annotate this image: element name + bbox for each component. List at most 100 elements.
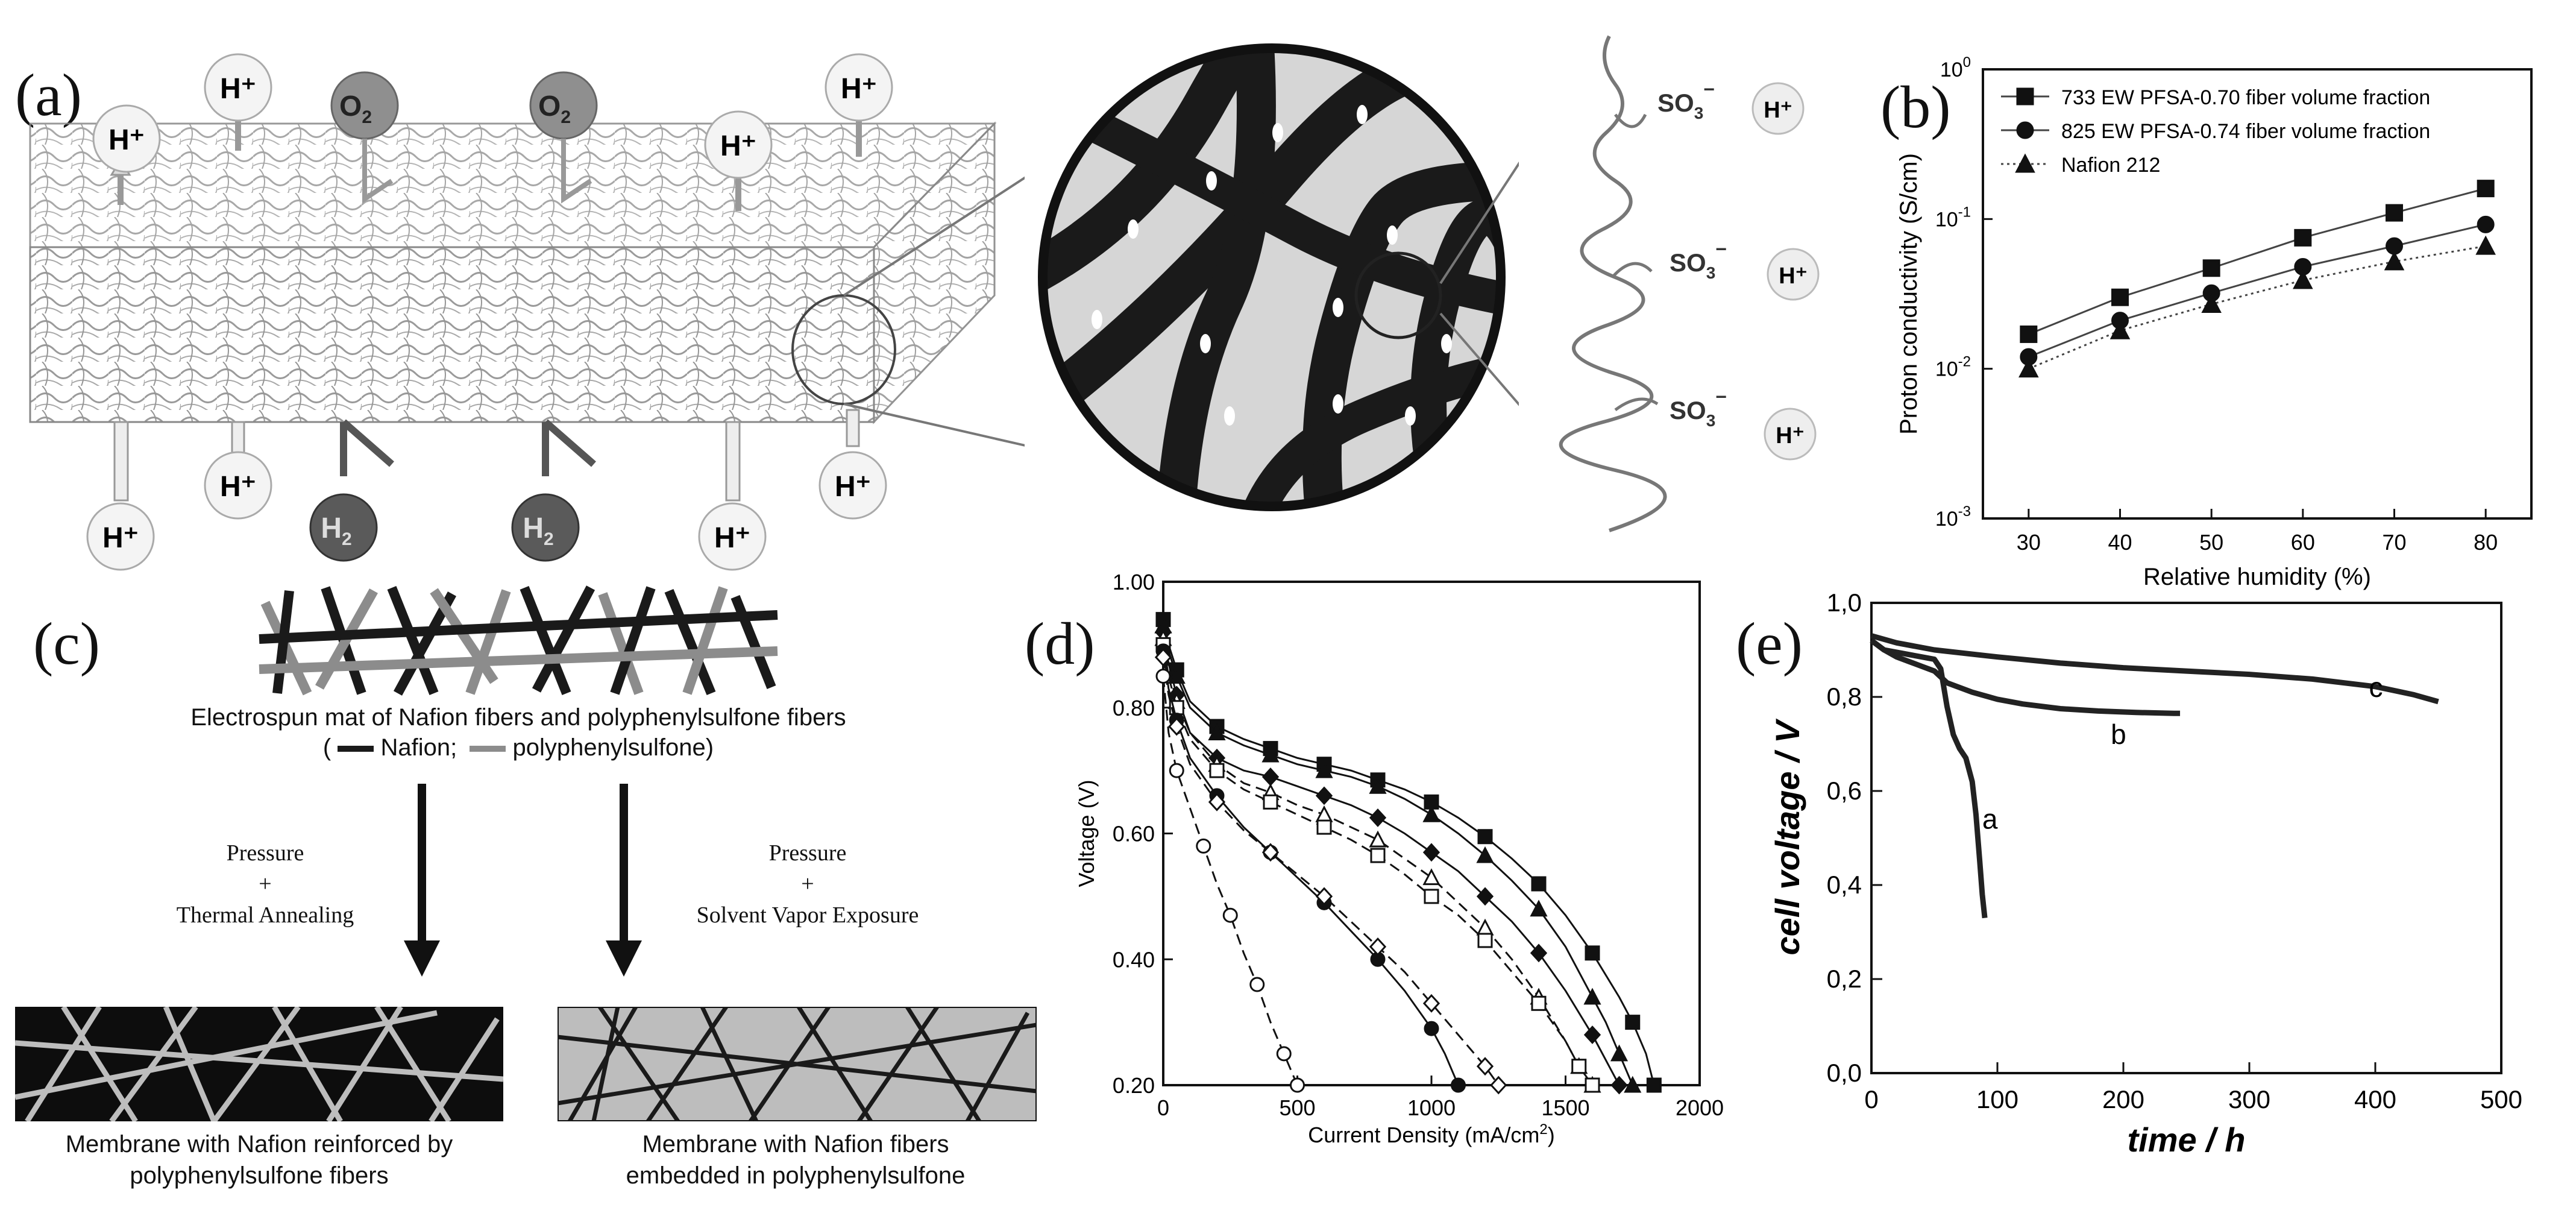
left-process-arrow bbox=[404, 940, 440, 977]
chart-d-series-7-point-0 bbox=[1155, 669, 1171, 684]
chart-d-ytick-label-0.60: 0.60 bbox=[1113, 822, 1155, 846]
chart-d-series-5-point-12 bbox=[1424, 1021, 1439, 1036]
so3-1-text: SO bbox=[1657, 89, 1694, 117]
chart-e-xtick-label-100: 100 bbox=[1976, 1085, 2018, 1113]
chart-d-series-4-point-19 bbox=[1585, 1077, 1600, 1093]
panel-a-membrane-schematic: H⁺ H⁺ O2 O2 H⁺ H⁺ H⁺ H⁺ H2 bbox=[29, 53, 1025, 571]
top-ion-o2-1-sub: 2 bbox=[362, 107, 372, 127]
bottom-ion-h-4-text: H⁺ bbox=[835, 471, 871, 503]
legend-ppsu-swatch bbox=[470, 746, 506, 752]
membrane-embedded-illustration bbox=[558, 1007, 1037, 1121]
right-step-solvent: Solvent Vapor Exposure bbox=[696, 902, 919, 928]
chart-d-series-3-point-8 bbox=[1315, 805, 1333, 822]
chart-d-series-6-point-4 bbox=[1208, 792, 1226, 811]
left-step-pressure: Pressure bbox=[226, 840, 304, 866]
chart-d-series-0-point-20 bbox=[1625, 1015, 1641, 1030]
bottom-ion-h2-2: H2 bbox=[511, 419, 596, 562]
chart-b-xtick-label-80: 80 bbox=[2474, 530, 2498, 555]
left-process-step: Pressure + Thermal Annealing bbox=[115, 838, 416, 931]
chart-d-series-4 bbox=[1155, 637, 1600, 1093]
so3-1-ion: H⁺ bbox=[1764, 98, 1792, 123]
chart-d-series-2-point-14 bbox=[1476, 887, 1494, 906]
chart-d-series-1-point-18 bbox=[1583, 987, 1601, 1005]
chart-d-series-4-point-4 bbox=[1209, 763, 1225, 778]
chart-e-ytick-label-4: 0,8 bbox=[1827, 682, 1862, 711]
chart-b-legend-label-2: Nafion 212 bbox=[2061, 154, 2160, 177]
chart-e-series-label-b: b bbox=[2111, 719, 2126, 750]
chart-d-series-6-line bbox=[1162, 657, 1500, 1086]
chart-b-series-0-line bbox=[2028, 187, 2486, 335]
chart-d-series-1-point-20 bbox=[1610, 1044, 1629, 1062]
right-process-step: Pressure + Solvent Vapor Exposure bbox=[651, 838, 964, 931]
membrane-reinforced-illustration bbox=[15, 1007, 503, 1121]
chart-d-series-1-point-10 bbox=[1369, 776, 1387, 794]
panel-c-label: (c) bbox=[33, 610, 100, 677]
svg-text:SO3−: SO3− bbox=[1670, 386, 1727, 430]
chart-d-series-6-point-12 bbox=[1422, 994, 1440, 1013]
chart-d-series-2-point-10 bbox=[1369, 808, 1387, 827]
chart-d-series-0 bbox=[1155, 612, 1662, 1093]
chart-d-series-5-line bbox=[1162, 650, 1459, 1086]
chart-d-ylabel: Voltage (V) bbox=[1074, 780, 1099, 887]
chart-b-legend-label-1: 825 EW PFSA-0.74 fiber volume fraction bbox=[2061, 120, 2430, 143]
chart-d-series-1-point-8 bbox=[1315, 761, 1333, 778]
right-result-line-2: embedded in polyphenylsulfone bbox=[626, 1162, 966, 1189]
chart-b-ytick-label--3: 10-3 bbox=[1935, 503, 1971, 531]
chart-d-series-2-point-16 bbox=[1530, 943, 1548, 963]
left-step-annealing: Thermal Annealing bbox=[176, 902, 354, 928]
left-step-plus: + bbox=[259, 871, 272, 897]
chart-d-series-2-point-18 bbox=[1583, 1025, 1601, 1044]
chart-d-series-4-point-16 bbox=[1531, 995, 1547, 1011]
chart-d-series-2-point-20 bbox=[1610, 1076, 1628, 1095]
chart-d-series-0-point-16 bbox=[1531, 876, 1547, 892]
chart-d-series-4-point-18 bbox=[1571, 1059, 1587, 1074]
chart-d-series-7-point-11 bbox=[1290, 1077, 1305, 1093]
top-ion-h-3: H⁺ bbox=[704, 110, 773, 211]
chart-d-series-2-line bbox=[1162, 632, 1620, 1086]
so3-2-sup: − bbox=[1715, 238, 1727, 260]
chart-d-series-1 bbox=[1154, 616, 1642, 1093]
left-membrane-caption: Membrane with Nafion reinforced by polyp… bbox=[0, 1129, 518, 1191]
so3-2-ion: H⁺ bbox=[1779, 263, 1808, 289]
chart-b-legend-marker-2 bbox=[2015, 153, 2035, 173]
bottom-ion-h-1: H⁺ bbox=[86, 421, 155, 571]
mat-caption: Electrospun mat of Nafion fibers and pol… bbox=[190, 704, 846, 731]
chart-d-series-6 bbox=[1154, 647, 1507, 1095]
chart-e-series-b-line bbox=[1870, 638, 2181, 716]
top-ion-o2-2-o: O bbox=[538, 90, 561, 122]
chart-e-xtick-label-200: 200 bbox=[2102, 1085, 2144, 1113]
chart-b-frame bbox=[1982, 68, 2533, 520]
chart-b-series-1-line bbox=[2028, 223, 2486, 358]
chart-d-series-6-point-2 bbox=[1168, 717, 1186, 736]
sulfonate-group-1: SO3− H⁺ bbox=[1657, 78, 1805, 135]
chart-d-series-6-point-15 bbox=[1490, 1076, 1507, 1095]
chart-b-series-1-point-5 bbox=[2477, 215, 2495, 233]
chart-b-series-1: 825 EW PFSA-0.74 fiber volume fraction bbox=[2001, 120, 2495, 366]
chart-d-series-2 bbox=[1154, 623, 1628, 1095]
bottom-ion-h2-1-h: H bbox=[321, 512, 342, 544]
top-ion-h-3-text: H⁺ bbox=[720, 130, 756, 162]
chart-d-series-7-point-6 bbox=[1222, 907, 1238, 923]
chart-b-ytick-label--2: 10-2 bbox=[1935, 354, 1971, 381]
chart-d-series-4-line bbox=[1162, 644, 1594, 1086]
top-ion-h-4: H⁺ bbox=[825, 53, 893, 157]
sulfonate-group-3: SO3− H⁺ bbox=[1670, 386, 1817, 461]
chart-d-series-7-point-10 bbox=[1276, 1046, 1292, 1062]
chart-b-series-0-point-4 bbox=[2386, 204, 2403, 222]
chart-b-legend-marker-1 bbox=[2016, 121, 2034, 139]
chart-d-series-5 bbox=[1155, 643, 1466, 1093]
top-ion-o2-1: O2 bbox=[330, 71, 399, 204]
chart-e-series-c: c bbox=[1870, 633, 2439, 705]
chart-b-xtick-label-60: 60 bbox=[2291, 530, 2315, 555]
so3-2-sub: 3 bbox=[1706, 263, 1716, 282]
svg-text:O2: O2 bbox=[538, 90, 571, 127]
top-ion-h-1-text: H⁺ bbox=[108, 124, 145, 156]
chart-d-xtick-label-500: 500 bbox=[1279, 1095, 1315, 1120]
chart-d-series-7-point-8 bbox=[1249, 977, 1265, 992]
chart-d-series-0-line bbox=[1162, 619, 1655, 1086]
chart-d-series-3-point-10 bbox=[1369, 830, 1387, 848]
left-result-line-1: Membrane with Nafion reinforced by bbox=[65, 1131, 453, 1158]
chart-b-series-2-line bbox=[2028, 245, 2486, 370]
